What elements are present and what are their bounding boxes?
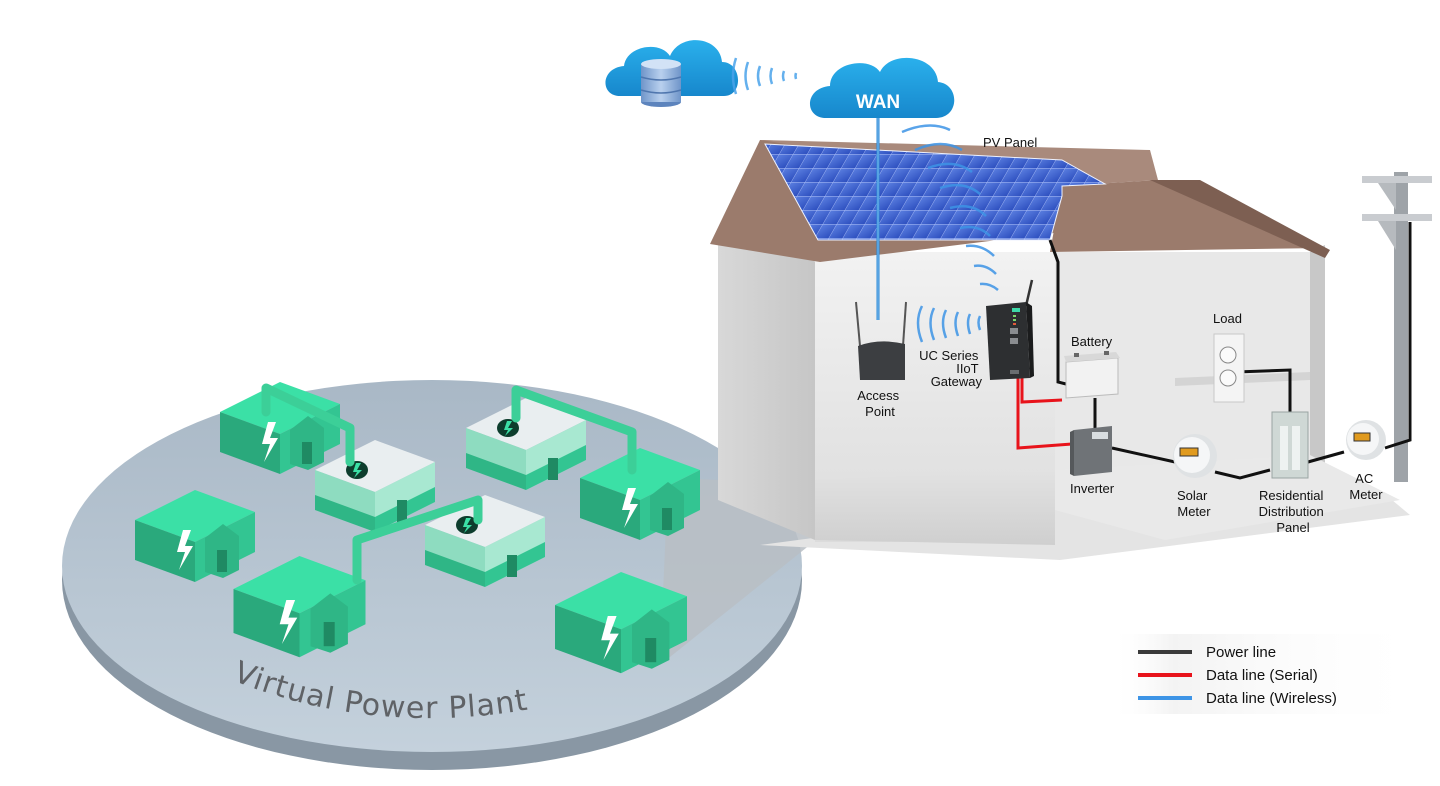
label-load: Load (1213, 311, 1242, 326)
energy-pipe (352, 495, 483, 585)
power-line (1307, 450, 1345, 464)
distribution-panel-device (1271, 411, 1309, 479)
legend-item-power: Power line (1138, 644, 1276, 661)
legend-item-serial: Data line (Serial) (1138, 667, 1318, 684)
legend-label: Data line (Wireless) (1206, 690, 1337, 707)
energy-pipe (261, 383, 355, 467)
solar-meter-device (1173, 434, 1217, 478)
load-outlet-device (1213, 333, 1245, 403)
legend: Power line Data line (Serial) Data line … (1110, 634, 1430, 714)
battery-device (1064, 351, 1120, 399)
wan-cloud: WAN (809, 57, 955, 118)
wireless-waves-ap (916, 305, 982, 343)
inverter-device (1070, 426, 1112, 476)
wan-label: WAN (856, 92, 900, 113)
power-line (1048, 239, 1067, 386)
power-line (1384, 222, 1412, 450)
power-lines (1048, 222, 1412, 480)
iiot-gateway-device (986, 279, 1034, 380)
energy-pipe (511, 385, 637, 475)
legend-item-wireless: Data line (Wireless) (1138, 690, 1337, 707)
label-battery: Battery (1071, 334, 1113, 349)
label-gateway: UC Series IIoT Gateway (919, 348, 982, 389)
power-line (1111, 446, 1176, 464)
wireless-waves-gateway (901, 124, 999, 291)
label-inverter: Inverter (1070, 481, 1115, 496)
utility-pole (1362, 172, 1432, 482)
callout-wedge (660, 478, 816, 665)
pv-panel (764, 143, 1107, 241)
label-pv-panel: PV Panel (983, 135, 1037, 150)
legend-label: Data line (Serial) (1206, 667, 1318, 684)
wireless-waves-cloud (731, 57, 798, 95)
ac-meter-device (1346, 420, 1386, 460)
label-access-point: Access Point (857, 388, 903, 419)
serial-line (1016, 378, 1073, 450)
label-ac-meter: AC Meter (1349, 471, 1383, 502)
access-point-device (855, 301, 907, 380)
power-line (1214, 468, 1271, 480)
serial-line (1020, 378, 1063, 404)
label-solar-meter: Solar Meter (1177, 488, 1211, 519)
serial-lines (1016, 378, 1073, 450)
energy-pipes (261, 383, 637, 585)
legend-label: Power line (1206, 644, 1276, 661)
power-line (1235, 368, 1292, 412)
database-cloud (605, 40, 739, 107)
database-icon (640, 59, 682, 107)
label-distribution-panel: Residential Distribution Panel (1259, 488, 1328, 535)
